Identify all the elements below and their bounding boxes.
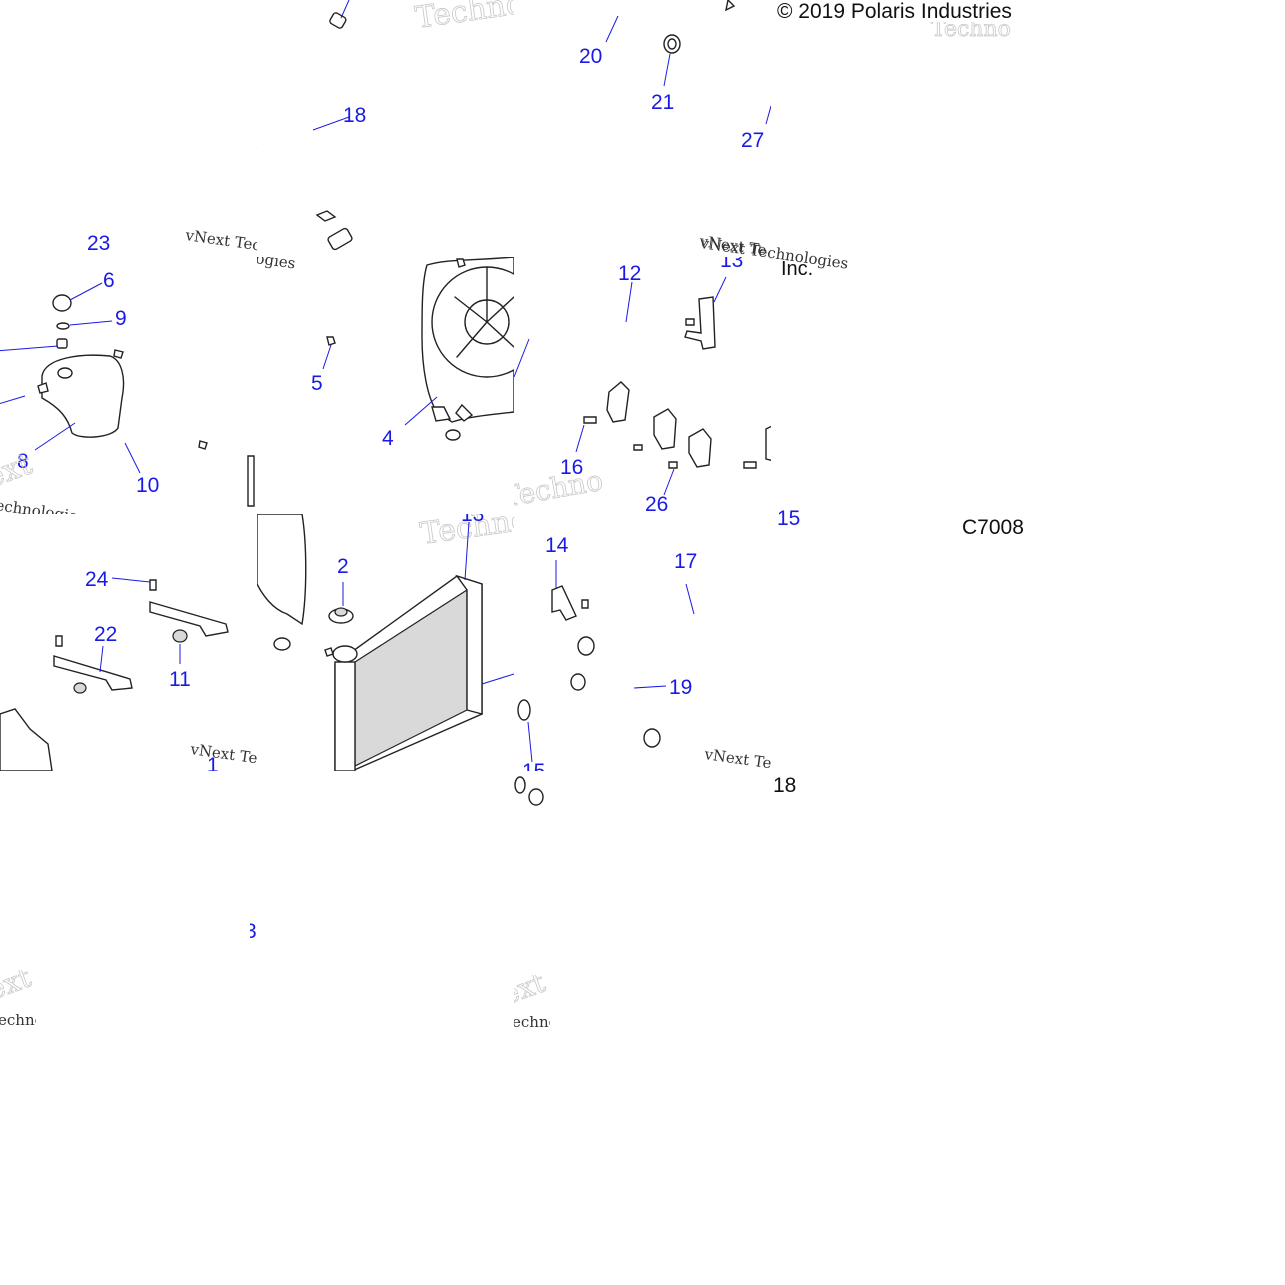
callout-13b: 13 bbox=[461, 514, 484, 526]
fan-shroud-4 bbox=[421, 257, 514, 423]
fan-edge bbox=[257, 514, 307, 651]
callout-27: 27 bbox=[741, 129, 764, 152]
tile-callout-15-edge: 15 bbox=[771, 500, 811, 530]
svg-text:ogies: ogies bbox=[257, 257, 297, 273]
tile-callout-3-edge: 3 bbox=[250, 915, 270, 945]
coolant-hose-19 bbox=[590, 675, 642, 743]
hose-clamp bbox=[329, 12, 347, 29]
svg-text:ext: ext bbox=[0, 970, 36, 1007]
tile-overflow-bottle: vNext Tec bbox=[0, 228, 257, 514]
callout-2: 2 bbox=[337, 555, 349, 578]
svg-text:vNext Tec: vNext Tec bbox=[257, 232, 259, 257]
tile-upper-right-hoses: 20 21 27 vNext Te bbox=[514, 0, 771, 257]
pipe-bracket-13 bbox=[684, 296, 716, 350]
mount-bracket-22 bbox=[53, 655, 133, 691]
hose-clamp-21 bbox=[663, 34, 681, 54]
callout-18-edge: 18 bbox=[773, 774, 796, 797]
hose-clamps bbox=[517, 636, 661, 748]
callout-23: 23 bbox=[87, 232, 110, 255]
svg-text:vNext Te: vNext Te bbox=[188, 740, 257, 767]
callout-24: 24 bbox=[85, 568, 109, 591]
tile-callout-18-edge: 18 bbox=[771, 768, 811, 802]
tile-mount-brackets: 24 22 11 1 vNext Te bbox=[0, 514, 257, 771]
callout-18: 18 bbox=[343, 104, 366, 127]
vent-hose-10 bbox=[76, 370, 193, 495]
callout-12: 12 bbox=[618, 262, 641, 285]
callout-15-edge: 15 bbox=[777, 507, 800, 530]
svg-text:ext: ext bbox=[514, 975, 550, 1012]
coolant-pipes-27 bbox=[698, 27, 771, 88]
tile-cooling-fan: ogies 5 4 bbox=[257, 257, 514, 514]
coolant-hose-17 bbox=[595, 514, 771, 673]
callout-9: 9 bbox=[115, 307, 127, 330]
tile-lower-hoses: 14 17 19 15 15 vNext Te bbox=[514, 514, 771, 771]
callout-21: 21 bbox=[651, 91, 674, 114]
tile-radiator: Techno 2 13 bbox=[257, 514, 514, 771]
coolant-hose-20 bbox=[594, 0, 662, 43]
callout-17: 17 bbox=[674, 550, 697, 573]
svg-text:echno: echno bbox=[514, 1013, 550, 1031]
watermark-word: ext bbox=[0, 447, 37, 496]
copyright-suffix: Inc. bbox=[781, 258, 814, 280]
callout-11: 11 bbox=[169, 668, 191, 691]
watermark-brand: vNext Technologies bbox=[698, 234, 848, 270]
tile-top-right-edge: Techno bbox=[771, 22, 1028, 38]
tile-watermark-mid-bottom: ext echno bbox=[514, 975, 550, 1033]
tile-watermark-left-bottom: ext echno bbox=[0, 970, 36, 1030]
callout-8: 8 bbox=[17, 450, 29, 473]
watermark-word: Techno bbox=[931, 22, 1011, 38]
bottle-cap bbox=[52, 294, 72, 312]
fan-grommet bbox=[445, 429, 461, 441]
tile-watermark-right: vNext Technologies bbox=[698, 230, 848, 270]
copyright-text: © 2019 Polaris Industries bbox=[777, 0, 1012, 23]
callout-5: 5 bbox=[311, 372, 323, 395]
svg-text:echnologies: echnologies bbox=[0, 496, 87, 514]
callout-26: 26 bbox=[645, 493, 668, 514]
watermark-word: Techno bbox=[413, 0, 514, 36]
callout-14: 14 bbox=[545, 534, 569, 557]
coolant-hose-18 bbox=[282, 30, 467, 255]
callout-6: 6 bbox=[103, 269, 115, 292]
callout-4: 4 bbox=[382, 427, 394, 450]
coolant-pipes-12 bbox=[514, 322, 771, 412]
radiator-3 bbox=[332, 574, 483, 771]
cap-seal bbox=[56, 322, 70, 330]
diagram-code: C7008 bbox=[962, 516, 1024, 539]
overflow-bottle bbox=[37, 354, 125, 438]
tile-bottom-clamp bbox=[514, 771, 554, 807]
pipe-stubs bbox=[514, 636, 565, 665]
radiator-cap-2 bbox=[328, 607, 354, 624]
watermark-word: Techno bbox=[514, 464, 605, 514]
callout-3: 3 bbox=[250, 920, 257, 943]
tile-coolant-pipes: 12 13 16 26 Techno bbox=[514, 257, 771, 514]
rubber-mount-11 bbox=[172, 629, 188, 643]
bracket-14 bbox=[551, 585, 577, 621]
callout-1: 1 bbox=[207, 754, 219, 771]
callout-16: 16 bbox=[560, 456, 583, 479]
callout-19: 19 bbox=[669, 676, 692, 699]
mount-bracket-upper bbox=[149, 601, 229, 637]
pipe-clips bbox=[606, 381, 771, 468]
callout-22: 22 bbox=[94, 623, 117, 646]
callout-10: 10 bbox=[136, 474, 159, 497]
callout-15: 15 bbox=[522, 760, 545, 771]
svg-text:vNext Tec: vNext Tec bbox=[183, 228, 257, 255]
bottle-fitting bbox=[56, 338, 68, 349]
svg-text:echno: echno bbox=[0, 1011, 36, 1029]
callout-13: 13 bbox=[720, 257, 743, 272]
callout-20: 20 bbox=[579, 45, 602, 68]
svg-text:vNext Te: vNext Te bbox=[702, 745, 771, 771]
tile-upper-hose: Techno 7 18 25 vNext Tec bbox=[257, 0, 514, 257]
